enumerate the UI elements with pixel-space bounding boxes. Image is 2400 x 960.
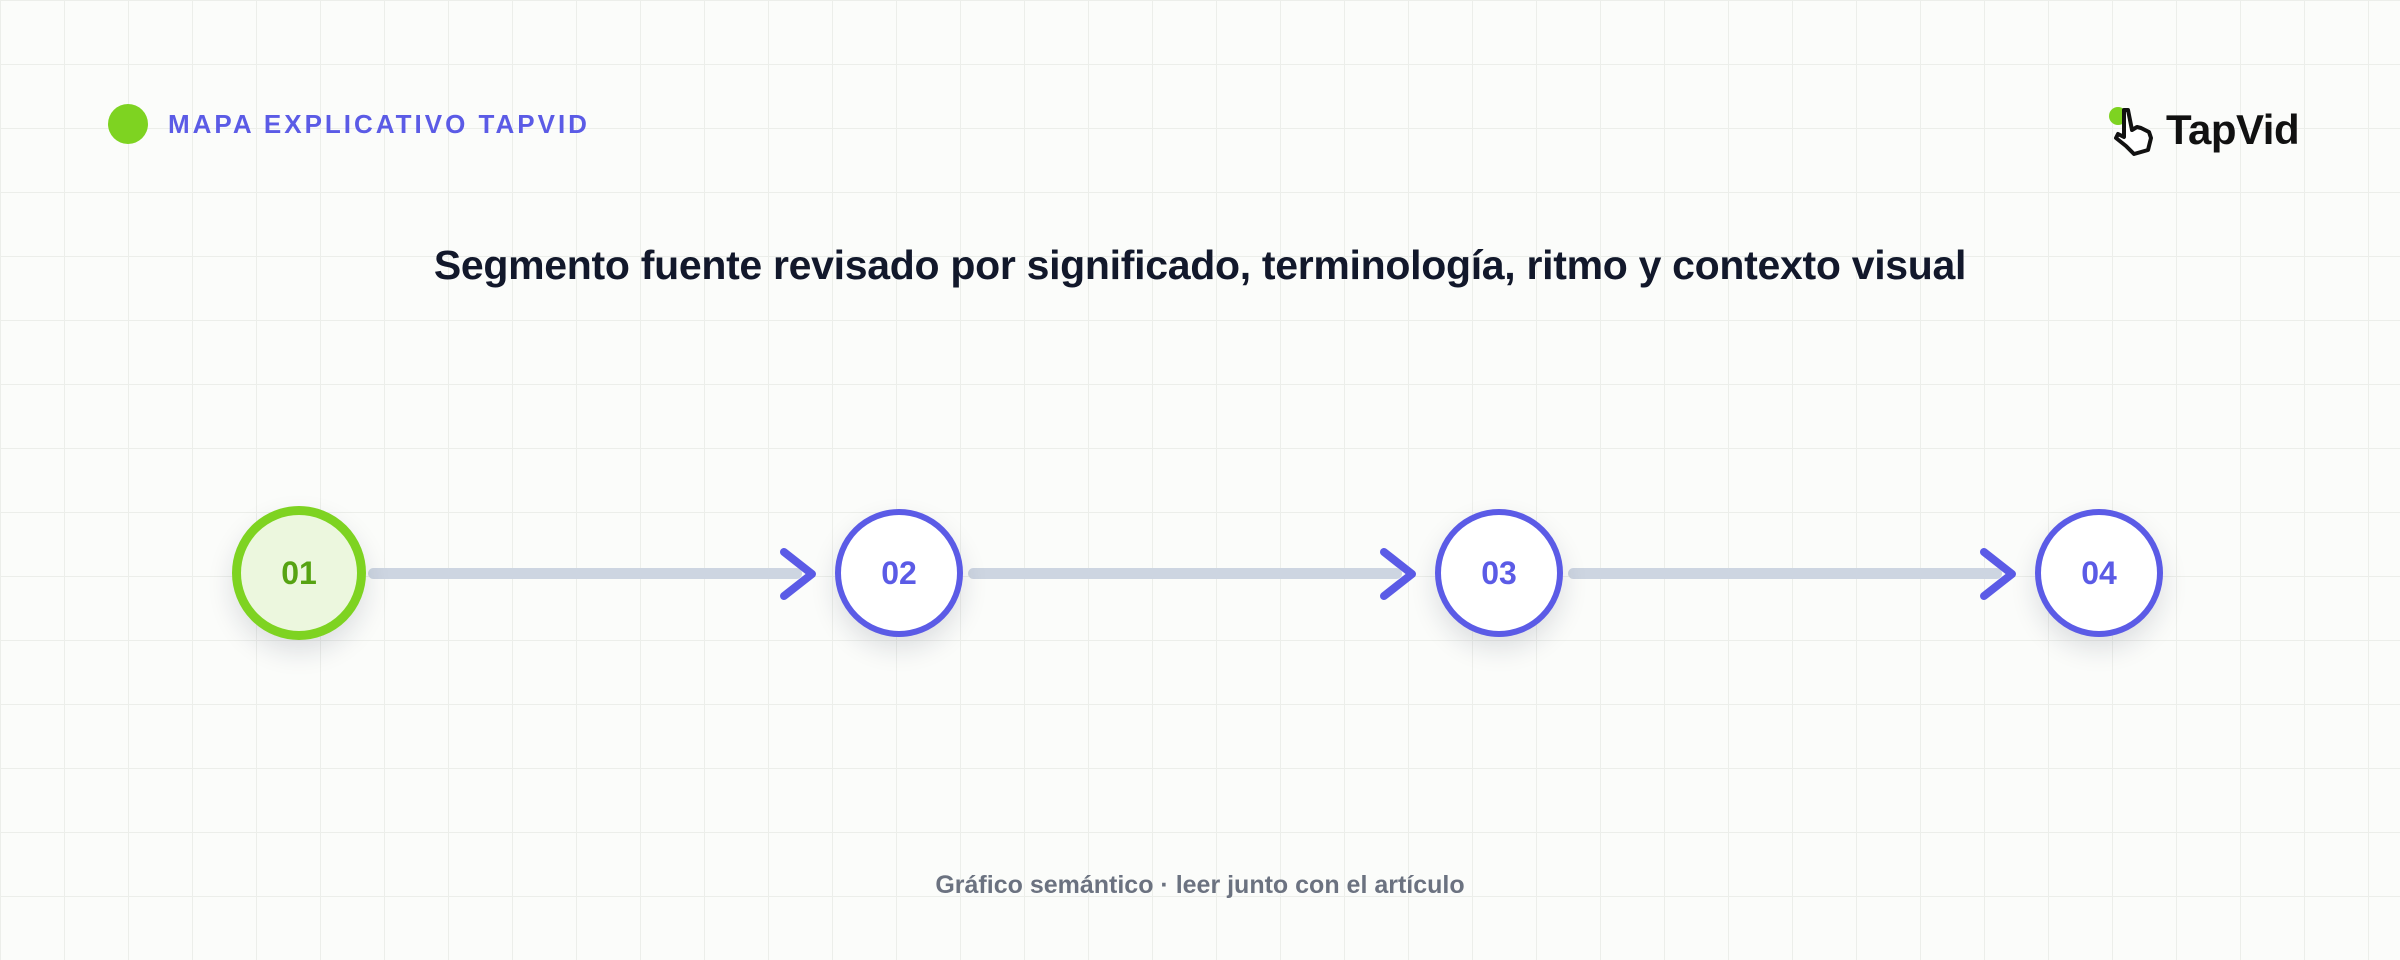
step-number: 04 — [2081, 554, 2117, 591]
diagram-title: Segmento fuente revisado por significado… — [433, 242, 1967, 288]
chevron-right-icon — [1980, 548, 2016, 600]
tapvid-logo: TapVid — [2104, 100, 2304, 160]
step-node-1: 01 — [232, 506, 366, 640]
step-node-2: 02 — [835, 509, 963, 637]
hand-cursor-icon — [2109, 107, 2153, 156]
green-dot-icon — [108, 104, 148, 144]
footer-caption: Gráfico semántico · leer junto con el ar… — [935, 871, 1465, 899]
step-number: 02 — [881, 554, 917, 591]
chevron-right-icon — [1380, 548, 1416, 600]
step-number: 01 — [281, 554, 317, 591]
connector-line-3 — [1568, 568, 2002, 579]
step-number: 03 — [1481, 554, 1517, 591]
header-label-text: MAPA EXPLICATIVO TAPVID — [168, 108, 590, 139]
step-node-3: 03 — [1435, 509, 1563, 637]
logo-wordmark: TapVid — [2166, 106, 2300, 153]
connector-line-1 — [368, 568, 802, 579]
step-node-4: 04 — [2035, 509, 2163, 637]
header-label: MAPA EXPLICATIVO TAPVID — [108, 104, 590, 144]
chevron-right-icon — [780, 548, 816, 600]
connector-line-2 — [968, 568, 1402, 579]
